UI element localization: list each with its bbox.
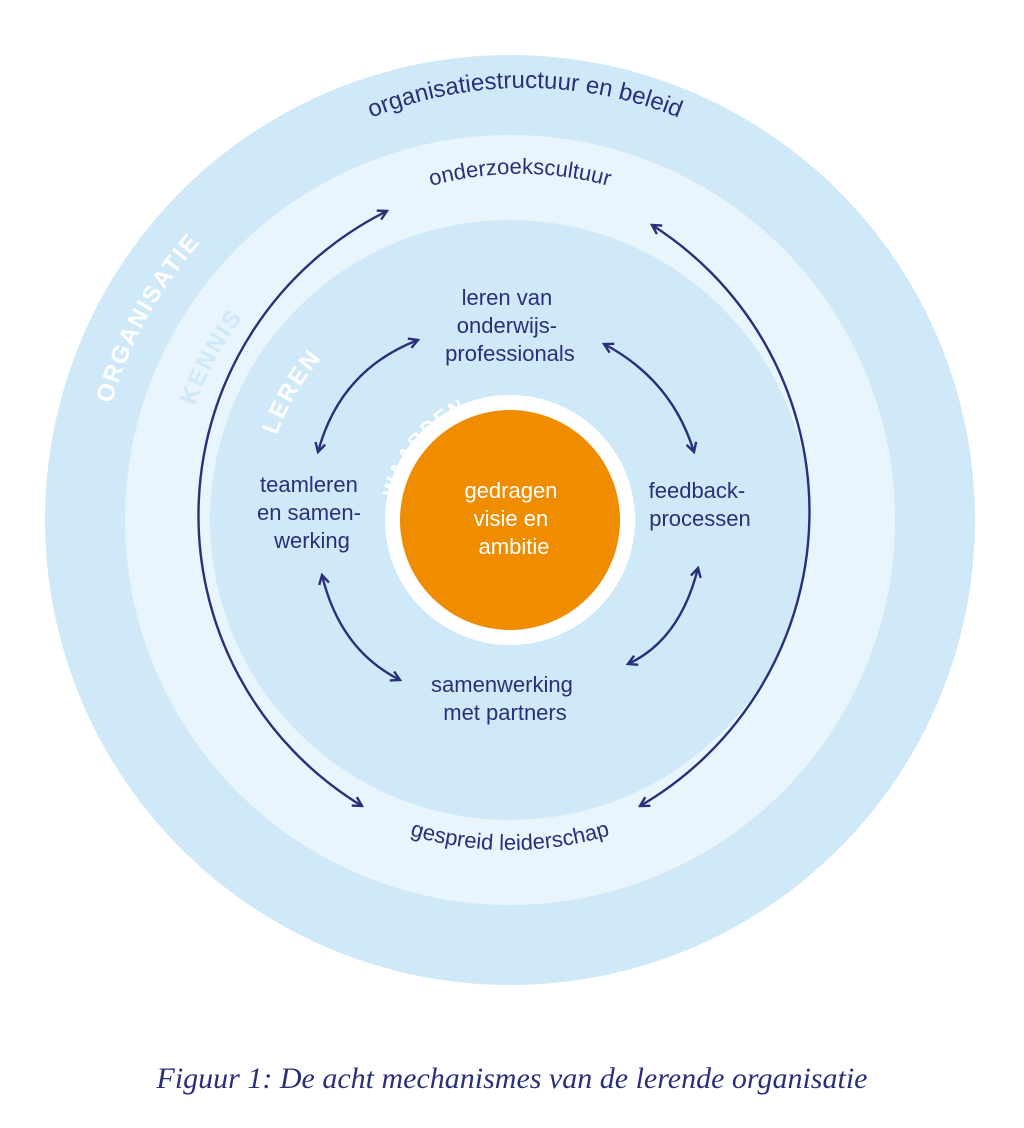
arrow-inner-top-left xyxy=(318,340,418,452)
label-feedback: feedback- processen xyxy=(649,478,752,531)
label-core-text: gedragen visie en ambitie xyxy=(464,478,563,559)
arrow-outer-right xyxy=(640,225,811,806)
arrow-outer-left xyxy=(197,211,387,806)
arrow-inner-bottom-right xyxy=(628,568,698,664)
label-leren-van: leren van onderwijs- professionals xyxy=(445,285,575,366)
figure-caption: Figuur 1: De acht mechanismes van de ler… xyxy=(156,1062,868,1095)
label-samenwerking: samenwerking met partners xyxy=(431,672,579,725)
core-waarden xyxy=(400,410,620,630)
arrow-inner-bottom-left xyxy=(322,575,400,680)
label-teamleren: teamleren en samen- werking xyxy=(257,472,367,553)
arrow-inner-top-right xyxy=(604,344,694,452)
